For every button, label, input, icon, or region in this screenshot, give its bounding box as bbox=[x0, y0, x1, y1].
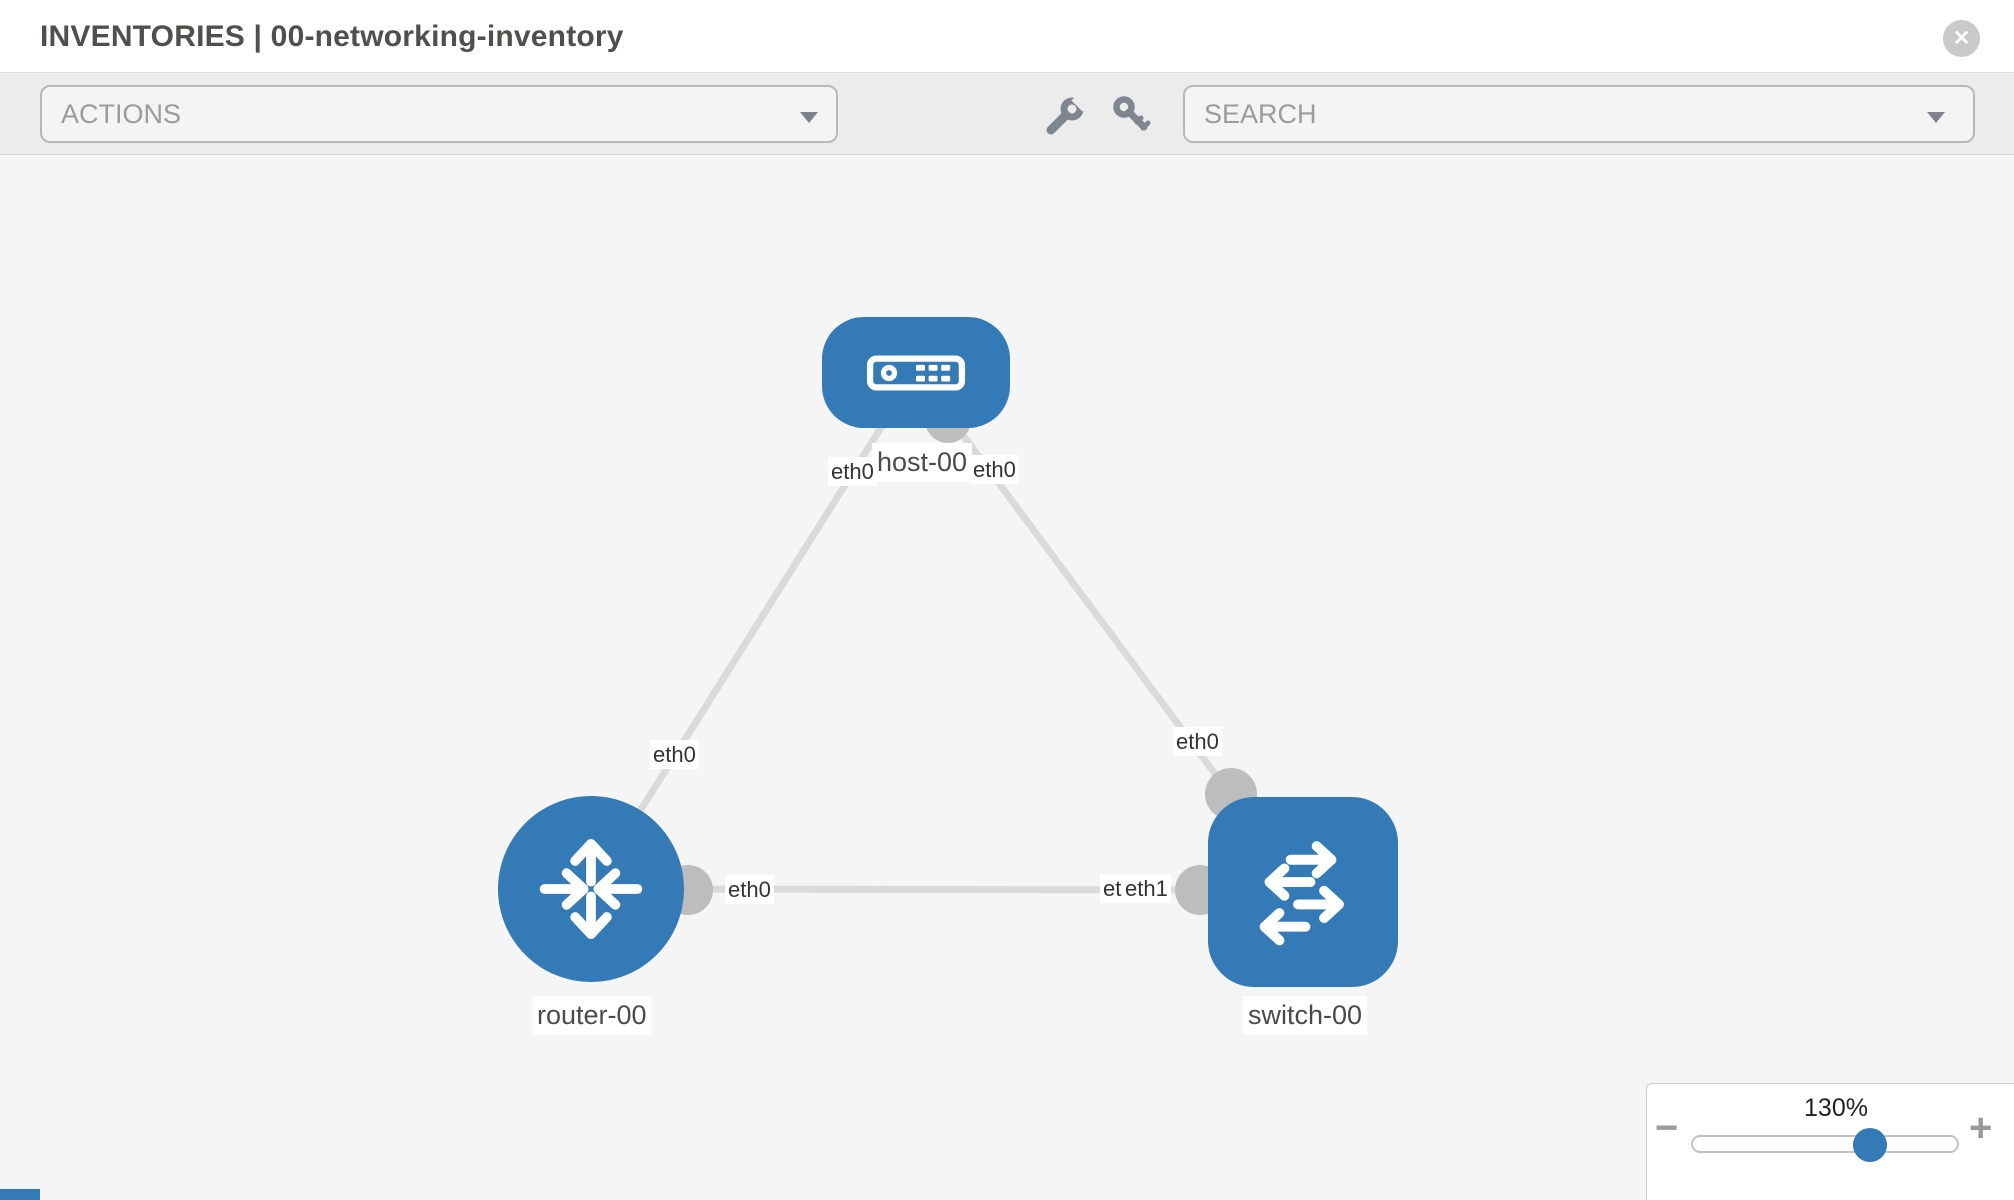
close-icon: ✕ bbox=[1952, 27, 1971, 50]
key-icon[interactable] bbox=[1112, 96, 1152, 136]
switch-icon bbox=[1259, 841, 1344, 946]
actions-dropdown-label: ACTIONS bbox=[61, 98, 182, 129]
zoom-slider-handle[interactable] bbox=[1853, 1128, 1887, 1162]
node-label-router: router-00 bbox=[532, 996, 652, 1036]
page-title: INVENTORIES | 00-networking-inventory bbox=[40, 19, 624, 53]
wrench-icon[interactable] bbox=[1045, 93, 1090, 136]
node-switch-00[interactable] bbox=[1208, 797, 1398, 987]
node-label-host: host-00 bbox=[872, 443, 973, 483]
router-icon bbox=[539, 838, 643, 940]
port-label-host-right: eth0 bbox=[970, 455, 1019, 485]
close-button[interactable]: ✕ bbox=[1943, 20, 1980, 57]
zoom-in-button[interactable]: + bbox=[1969, 1106, 1993, 1150]
zoom-slider-track[interactable] bbox=[1691, 1128, 1959, 1162]
zoom-control-panel: 130% − + bbox=[1646, 1083, 2014, 1200]
zoom-level-value: 130% bbox=[1804, 1094, 1868, 1122]
header-bar: INVENTORIES | 00-networking-inventory ✕ bbox=[0, 0, 2014, 73]
port-label-switch-top: eth0 bbox=[1173, 727, 1222, 757]
port-label-switch-front: eth1 bbox=[1122, 874, 1171, 904]
port-label-host-left: eth0 bbox=[828, 457, 877, 487]
host-icon bbox=[866, 354, 966, 391]
key-glyph bbox=[1113, 96, 1151, 131]
node-label-switch: switch-00 bbox=[1243, 996, 1368, 1036]
actions-dropdown[interactable]: ACTIONS bbox=[40, 85, 838, 143]
port-label-router-top: eth0 bbox=[650, 740, 699, 770]
search-dropdown[interactable]: SEARCH bbox=[1183, 85, 1975, 143]
node-router-00[interactable] bbox=[498, 796, 684, 982]
node-host-00[interactable] bbox=[822, 317, 1010, 428]
port-label-router-right: eth0 bbox=[725, 875, 774, 905]
chevron-down-icon bbox=[1927, 112, 1945, 123]
footer-accent-bar bbox=[0, 1189, 40, 1200]
chevron-down-icon bbox=[800, 112, 818, 123]
wrench-glyph bbox=[1046, 93, 1090, 135]
zoom-out-button[interactable]: − bbox=[1655, 1106, 1679, 1150]
topology-links-layer bbox=[588, 369, 1306, 915]
toolbar: ACTIONS SEARCH bbox=[0, 74, 2014, 155]
search-dropdown-label: SEARCH bbox=[1204, 98, 1317, 129]
topology-canvas[interactable]: host-00 router-00 switch-00 eth0 eth0 et… bbox=[0, 156, 2014, 1200]
